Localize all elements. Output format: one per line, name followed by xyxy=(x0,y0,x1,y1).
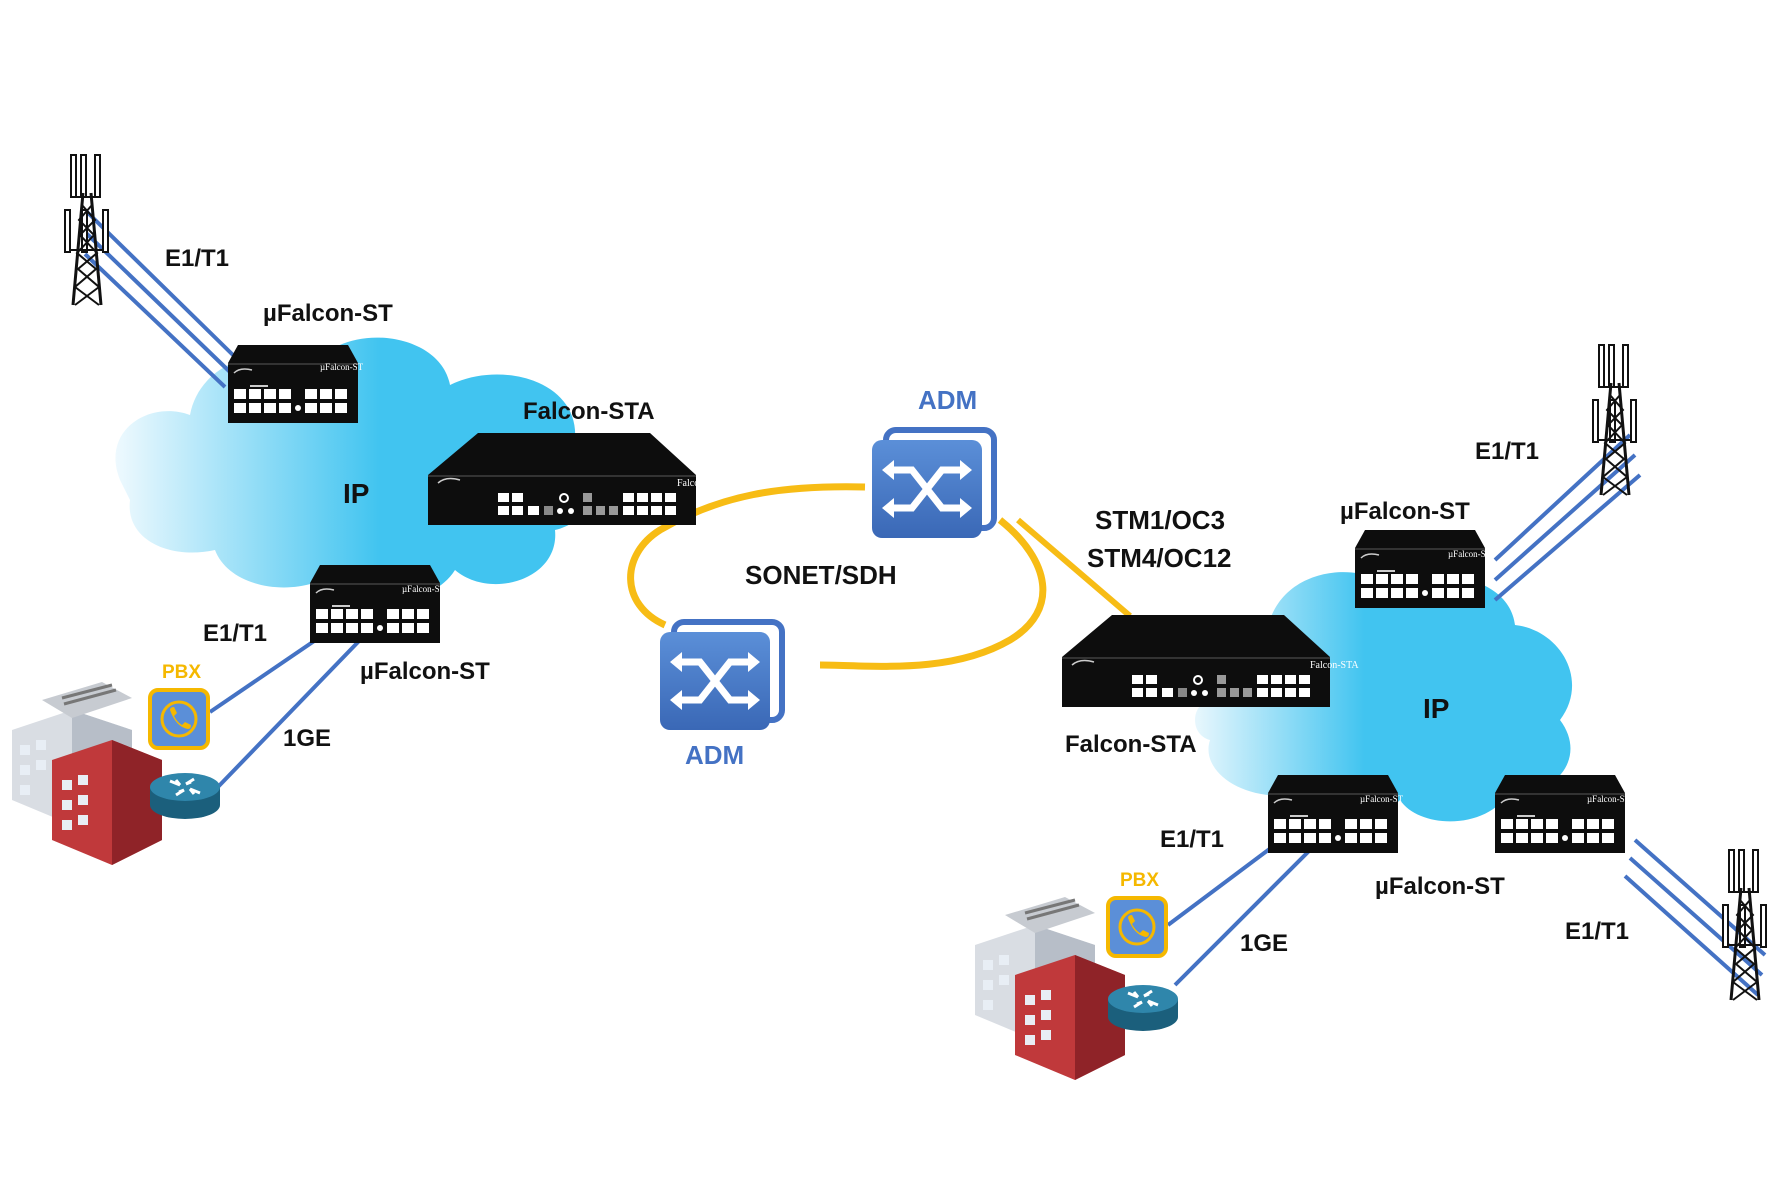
router-icon xyxy=(148,771,222,821)
pbx-phone-icon xyxy=(148,688,210,750)
building-icon xyxy=(10,680,164,867)
pbx-left-label: PBX xyxy=(162,662,202,683)
cell-tower-icon xyxy=(63,153,110,307)
falcon-sta-device xyxy=(427,432,697,526)
faceplate-label: µFalcon-ST xyxy=(1587,794,1631,804)
ge-br-label: 1GE xyxy=(1240,930,1289,957)
ring-label: SONET/SDH xyxy=(745,560,897,590)
e1-tr-label: E1/T1 xyxy=(1475,438,1540,465)
ufalcon-st-device xyxy=(227,344,359,424)
adm-switch-icon xyxy=(660,622,782,730)
right-cloud-label: IP xyxy=(1423,693,1450,724)
ufalcon-st-device xyxy=(1354,529,1486,609)
e1-br-tower-label: E1/T1 xyxy=(1565,918,1630,945)
ufalcon-bl-label: µFalcon-ST xyxy=(360,658,490,685)
ufalcon-tr-label: µFalcon-ST xyxy=(1340,498,1470,525)
faceplate-label: µFalcon-ST xyxy=(1360,794,1404,804)
pbx-right-label: PBX xyxy=(1120,870,1160,891)
ufalcon-tl-label: µFalcon-ST xyxy=(263,300,393,327)
e1-tl-label: E1/T1 xyxy=(165,245,230,272)
stm4-label: STM4/OC12 xyxy=(1087,543,1232,573)
stm1-label: STM1/OC3 xyxy=(1095,505,1226,535)
falcon-sta-device xyxy=(1061,614,1331,708)
adm-switch-icon xyxy=(872,430,994,538)
falcon-sta-left-label: Falcon-STA xyxy=(523,398,655,425)
faceplate-label: µFalcon-ST xyxy=(1448,549,1492,559)
faceplate-label: µFalcon-ST xyxy=(320,362,364,372)
ge-bl-label: 1GE xyxy=(283,725,332,752)
e1-br-site-label: E1/T1 xyxy=(1160,826,1225,853)
faceplate-label: Falcon-STA xyxy=(1310,660,1359,671)
router-icon xyxy=(1106,983,1180,1033)
ufalcon-st-device xyxy=(1494,774,1626,854)
adm-bottom-label: ADM xyxy=(685,740,745,770)
ufalcon-st-device xyxy=(1267,774,1399,854)
faceplate-label: µFalcon-ST xyxy=(402,584,446,594)
faceplate-label: Falcon-STA xyxy=(677,478,726,489)
right-links xyxy=(1166,433,1767,997)
building-icon xyxy=(973,895,1127,1082)
adm-top-label: ADM xyxy=(918,385,978,415)
e1-bl-label: E1/T1 xyxy=(203,620,268,647)
falcon-sta-right-label: Falcon-STA xyxy=(1065,731,1197,758)
ufalcon-st-device xyxy=(309,564,441,644)
sonet-sdh-ring xyxy=(627,483,1132,670)
pbx-phone-icon xyxy=(1106,896,1168,958)
left-cloud-label: IP xyxy=(343,478,370,509)
ufalcon-br-label: µFalcon-ST xyxy=(1375,873,1505,900)
